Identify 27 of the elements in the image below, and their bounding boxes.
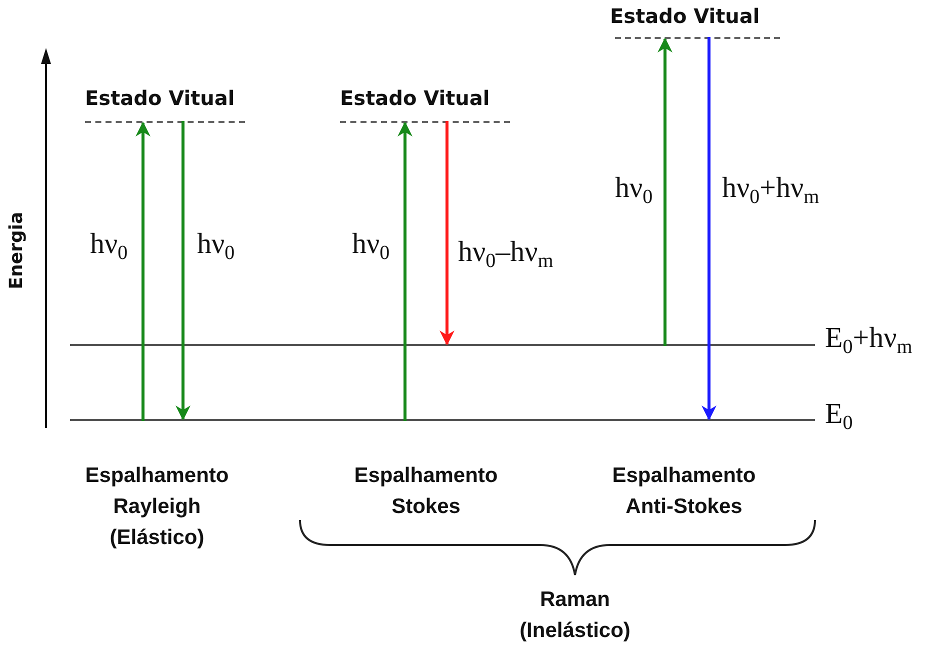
- arrow: [658, 38, 672, 346]
- edge-label: hν$_{0}$: [197, 228, 235, 261]
- level-label: E$_{0}$: [825, 398, 853, 431]
- energy-level-line: [70, 419, 815, 421]
- axis-label: Energia: [6, 212, 28, 290]
- arrow: [440, 121, 454, 346]
- arrow: [136, 122, 150, 421]
- scattering-label: Espalhamento Rayleigh (Elástico): [84, 463, 230, 551]
- virtual-state-line: [85, 121, 245, 123]
- scattering-label: Espalhamento Anti-Stokes: [611, 463, 757, 520]
- arrow: [176, 121, 190, 420]
- edge-label: hν$_{0}$: [352, 228, 390, 261]
- arrow: [702, 37, 716, 420]
- edge-label: hν$_{0}$: [90, 228, 128, 261]
- virtual-state-line: [615, 37, 780, 39]
- edge-label: hν$_{0}$+hν$_{m}$: [722, 172, 820, 205]
- scattering-label: Raman (Inelástico): [518, 587, 632, 644]
- state-label: Estado Vitual: [340, 86, 490, 110]
- virtual-state-line: [340, 121, 510, 123]
- state-label: Estado Vitual: [85, 86, 235, 110]
- level-label: E$_{0}$+hν$_{m}$: [825, 322, 912, 355]
- energy-level-line: [70, 344, 815, 346]
- edge-label: hν$_{0}$–hν$_{m}$: [458, 236, 554, 269]
- scattering-label: Espalhamento Stokes: [353, 463, 499, 520]
- state-label: Estado Vitual: [610, 4, 760, 28]
- edge-label: hν$_{0}$: [615, 172, 653, 205]
- arrow: [398, 122, 412, 421]
